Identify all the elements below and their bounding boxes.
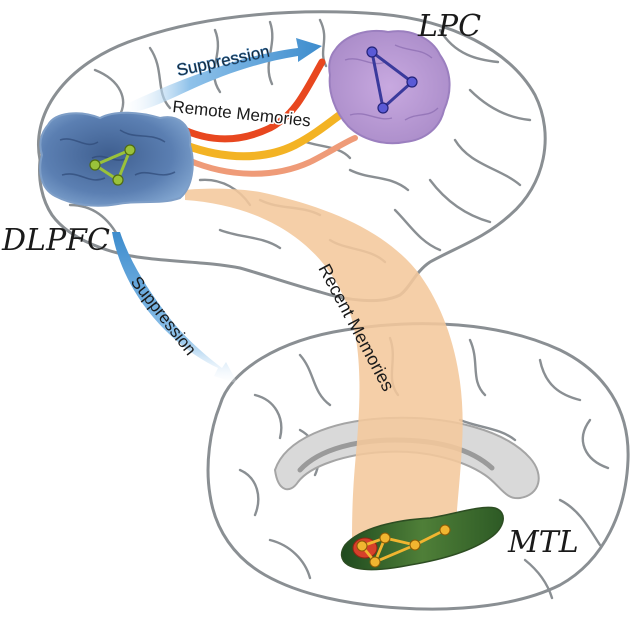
- lpc-label: LPC: [417, 9, 481, 44]
- mtl-region: [340, 506, 504, 571]
- lpc-texture: [344, 44, 439, 121]
- suppression-arrow-lower: [112, 232, 238, 384]
- dlpfc-network-icon: [89, 144, 136, 186]
- suppression-lower-label: Suppression: [127, 273, 200, 359]
- lpc-region: [328, 30, 451, 145]
- mtl-network-icon: [356, 524, 451, 568]
- mtl-blob: [340, 506, 504, 571]
- mtl-label: MTL: [507, 525, 579, 560]
- suppression-arrow-upper: [118, 38, 322, 113]
- lpc-blob: [328, 30, 451, 145]
- remote-stream-yellow: [181, 104, 354, 161]
- remote-stream-peach: [185, 135, 358, 177]
- recent-memories-band: [185, 188, 463, 549]
- remote-stream-red: [176, 58, 326, 143]
- lpc-network-icon: [366, 46, 418, 114]
- suppression-lower-label-group: Suppression: [127, 273, 200, 359]
- dlpfc-label: DLPFC: [1, 223, 110, 258]
- remote-memories-streams: [176, 58, 358, 177]
- dlpfc-region: [39, 111, 194, 207]
